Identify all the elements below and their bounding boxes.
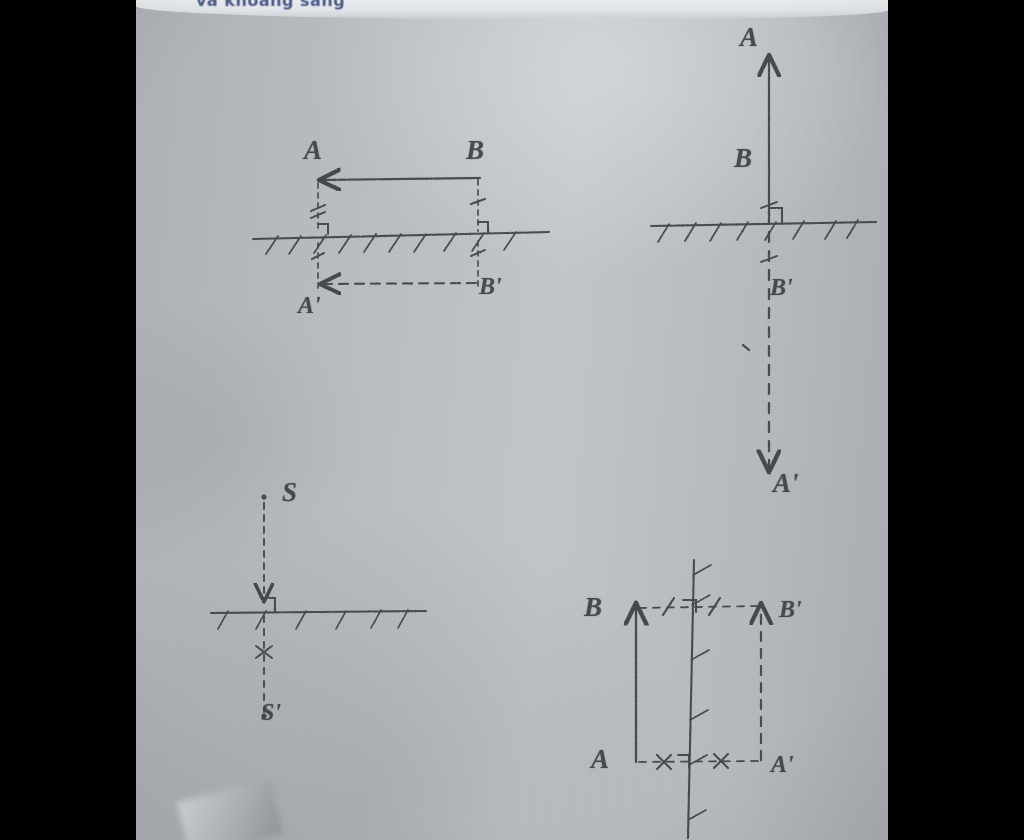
mirror-line-bottom-right bbox=[686, 558, 696, 840]
pencil-drawing-layer bbox=[209, 0, 878, 840]
label-A-prime-top-left: A' bbox=[298, 293, 321, 319]
point-S bbox=[261, 494, 267, 500]
label-A-prime-bottom-right: A' bbox=[771, 752, 794, 778]
object-arrow-top-left bbox=[321, 178, 482, 180]
mirror-line-top-right bbox=[649, 220, 878, 228]
diagram-top-left bbox=[251, 178, 551, 289]
diagram-bottom-right bbox=[636, 558, 761, 840]
label-B-prime-top-left: B' bbox=[479, 274, 502, 300]
stray-mark-top-right bbox=[741, 343, 751, 352]
label-B-bottom-right: B bbox=[584, 592, 603, 622]
right-angle-A-top-left bbox=[317, 223, 329, 235]
label-A-bottom-right: A bbox=[591, 744, 610, 774]
distance-ticks-top-left bbox=[310, 198, 486, 260]
mirror-line-bottom-left bbox=[209, 609, 428, 615]
right-angle-bottom-left bbox=[263, 597, 276, 612]
right-angle-top-right bbox=[768, 207, 783, 223]
connector-B-bottom-right bbox=[638, 605, 759, 609]
diagram-top-right bbox=[649, 57, 878, 470]
notebook-paper: và khoảng sáng bbox=[136, 0, 888, 840]
label-B-prime-top-right: B' bbox=[770, 275, 793, 301]
label-S: S bbox=[282, 477, 298, 507]
label-B-top-right: B bbox=[734, 143, 753, 173]
right-angle-B-top-left bbox=[477, 221, 489, 233]
label-S-prime: S' bbox=[261, 700, 282, 726]
label-A-prime-top-right: A' bbox=[773, 468, 799, 498]
connector-A-bottom-right bbox=[638, 760, 759, 763]
label-B-top-left: B bbox=[466, 135, 485, 165]
diagram-bottom-left bbox=[209, 494, 428, 719]
label-A-top-left: A bbox=[304, 135, 323, 165]
label-A-top-right: A bbox=[740, 22, 759, 52]
label-B-prime-bottom-right: B' bbox=[779, 597, 802, 623]
image-arrow-top-left bbox=[322, 283, 478, 284]
